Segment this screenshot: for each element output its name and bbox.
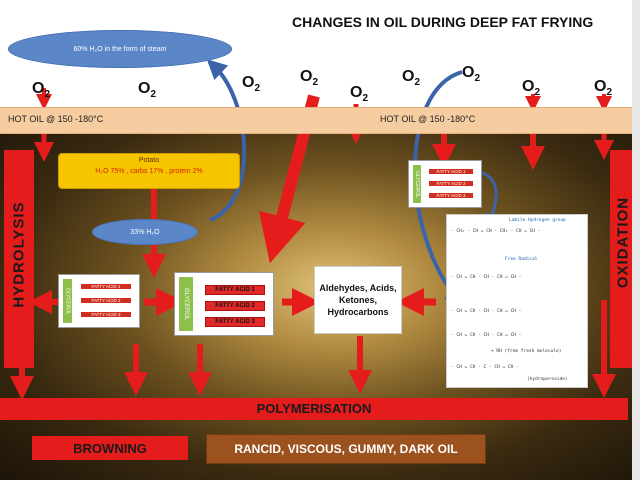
oxygen-label-7: O2 bbox=[462, 64, 480, 84]
fatty-acid-1-right: FATTY ACID 1 bbox=[429, 169, 473, 174]
chem-line-4: - CH = CH - CH - CH = CH - bbox=[451, 333, 521, 338]
triglyceride-left: GLYCEROL FATTY ACID 1 FATTY ACID 2 FATTY… bbox=[58, 274, 140, 328]
polymerisation-label: POLYMERISATION bbox=[0, 401, 628, 416]
fatty-acid-3-left: FATTY ACID 3 bbox=[81, 312, 131, 317]
oxygen-label-6: O2 bbox=[402, 68, 420, 88]
fatty-acid-3-right: FATTY ACID 3 bbox=[429, 193, 473, 198]
oxygen-label-9: O2 bbox=[594, 78, 612, 98]
oxygen-label-1: O2 bbox=[32, 80, 50, 100]
browning-box: BROWNING bbox=[32, 436, 188, 460]
oxygen-label-8: O2 bbox=[522, 78, 540, 98]
free-radical-label: Free Radical bbox=[505, 257, 538, 262]
scrollbar[interactable] bbox=[632, 0, 640, 480]
chem-line-1: - CH₂ - CH = CH - CH₂ - CH = CH - bbox=[451, 229, 540, 234]
potato-title: Potato bbox=[59, 157, 239, 164]
triglyceride-right: GLYCEROL FATTY ACID 1 FATTY ACID 2 FATTY… bbox=[408, 160, 482, 208]
labile-hydrogen-label: Labile Hydrogen group bbox=[509, 218, 566, 223]
potato-composition: H₂O 75% , carbs 17% , protein 2% bbox=[59, 168, 239, 175]
rancid-box: RANCID, VISCOUS, GUMMY, DARK OIL bbox=[206, 434, 486, 464]
fatty-acid-2-right: FATTY ACID 2 bbox=[429, 181, 473, 186]
water-cloud-label: 33% H₂O bbox=[130, 229, 159, 236]
rancid-label: RANCID, VISCOUS, GUMMY, DARK OIL bbox=[234, 442, 457, 456]
triglyceride-mid: GLYCEROL FATTY ACID 1 FATTY ACID 2 FATTY… bbox=[174, 272, 274, 336]
fatty-acid-2-left: FATTY ACID 2 bbox=[81, 298, 131, 303]
oxygen-label-5: O2 bbox=[350, 84, 368, 104]
steam-arrow bbox=[210, 66, 244, 220]
glycerol-left: GLYCEROL bbox=[63, 279, 72, 323]
steam-cloud-label: 60% H₂O in the form of steam bbox=[74, 46, 167, 53]
hydroperoxide-label: (hydroperoxide) bbox=[527, 377, 568, 382]
fatty-acid-3-mid: FATTY ACID 3 bbox=[205, 317, 265, 327]
oxygen-label-3: O2 bbox=[242, 74, 260, 94]
products-label: Aldehydes, Acids, Ketones, Hydrocarbons bbox=[315, 282, 401, 318]
oxygen-label-2: O2 bbox=[138, 80, 156, 100]
fatty-acid-1-left: FATTY ACID 1 bbox=[81, 284, 131, 289]
fatty-acid-1-mid: FATTY ACID 1 bbox=[205, 285, 265, 295]
fatty-acid-2-mid: FATTY ACID 2 bbox=[205, 301, 265, 311]
products-box: Aldehydes, Acids, Ketones, Hydrocarbons bbox=[314, 266, 402, 334]
chain-reaction-label: + RH (from fresh molecule) bbox=[491, 349, 561, 354]
hydrolysis-label: HYDROLYSIS bbox=[11, 200, 28, 310]
hot-oil-label-left: HOT OIL @ 150 -180°C bbox=[8, 114, 103, 124]
chem-line-3: - CH = CH - CH - CH = CH - bbox=[451, 309, 521, 314]
potato-box: Potato H₂O 75% , carbs 17% , protein 2% bbox=[58, 153, 240, 189]
glycerol-mid: GLYCEROL bbox=[179, 277, 193, 331]
chem-line-2: - CH = CH - CH - CH = CH - bbox=[451, 275, 521, 280]
chem-line-5: - CH = CH - C - CH = CH - bbox=[451, 365, 519, 370]
browning-label: BROWNING bbox=[73, 441, 147, 456]
oxygen-label-4: O2 bbox=[300, 68, 318, 88]
hot-oil-label-right: HOT OIL @ 150 -180°C bbox=[380, 114, 475, 124]
steam-cloud: 60% H₂O in the form of steam bbox=[8, 30, 232, 68]
oxidation-label: OXIDATION bbox=[615, 188, 632, 298]
diagram-title: CHANGES IN OIL DURING DEEP FAT FRYING bbox=[292, 14, 593, 30]
oxidation-chemistry: Labile Hydrogen group - CH₂ - CH = CH - … bbox=[446, 214, 588, 388]
glycerol-right: GLYCEROL bbox=[413, 165, 421, 203]
water-cloud: 33% H₂O bbox=[92, 219, 198, 245]
